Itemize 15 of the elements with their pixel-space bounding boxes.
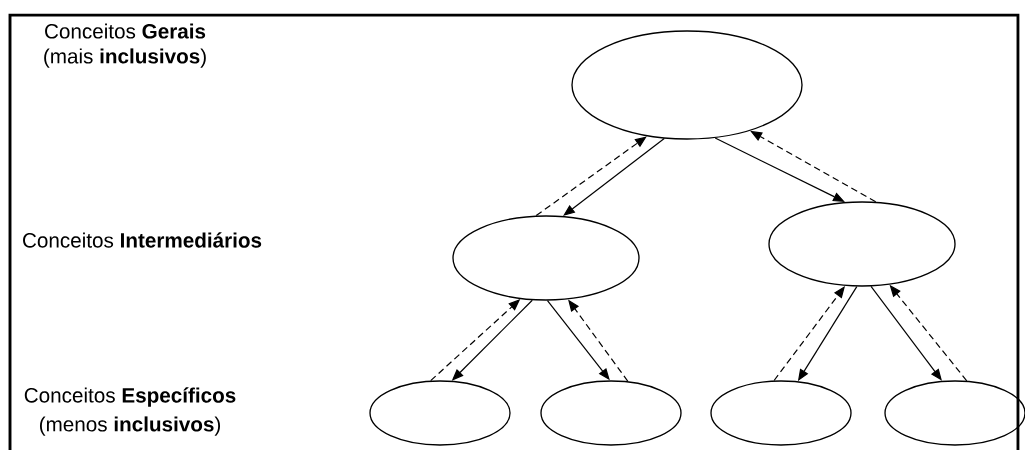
concept-ellipse — [369, 380, 511, 446]
level-label: Conceitos Intermediários — [23, 232, 262, 248]
concept-ellipse — [540, 380, 682, 446]
concept-ellipse — [571, 30, 803, 140]
level-label: Conceitos Gerais — [45, 23, 206, 39]
level-label: (mais inclusivos) — [44, 48, 206, 68]
concept-ellipse — [452, 215, 640, 301]
arrow — [870, 285, 942, 381]
arrow — [535, 136, 647, 217]
arrow — [563, 138, 665, 216]
concept-ellipse — [768, 201, 956, 287]
concept-ellipse — [710, 380, 852, 446]
level-label: (menos inclusivos) — [39, 416, 221, 436]
level-label: Conceitos Específicos — [24, 387, 236, 407]
arrow — [714, 137, 845, 202]
